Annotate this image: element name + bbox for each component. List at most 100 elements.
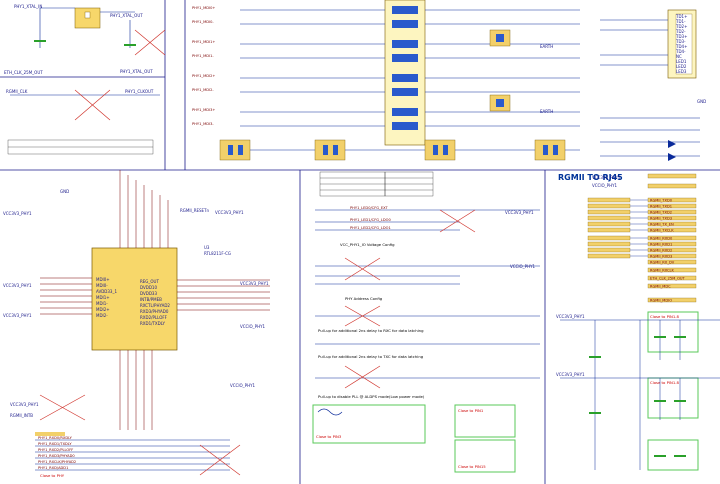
chip-left-pin-6: MDI2-	[96, 313, 108, 318]
rgmii-right-5: RGMII_TXCLK	[650, 229, 674, 233]
strap-row-0: PHY1_LED0/CFG_EXT	[350, 206, 389, 210]
clkout-block: RGMII_CLK PHY1_CLKOUT	[6, 89, 160, 155]
chip-left-pin-0: MDI0+	[96, 277, 110, 282]
rgmii-right-0: RGMII_TXD0	[650, 199, 673, 203]
rgmii-right-1: RGMII_TXD1	[650, 205, 672, 209]
rj45-jack: TD1+ TD1- TD2+ TD2- TD3+ TD3- TD4+ TD4- …	[600, 9, 706, 161]
rgmii-right-2: RGMII_TXD2	[650, 211, 672, 215]
note-phy-addr: PHY Address Config	[345, 296, 383, 301]
xtal-out-label: PHY1_XTAL_OUT	[110, 13, 143, 18]
jack-pin-9: LED1	[676, 59, 687, 64]
jack-pin-2: TD2+	[675, 24, 687, 29]
close-u3-note: Close to PIN1.8	[650, 314, 679, 319]
mdi-net-2: PHY1_MDI1+	[192, 40, 215, 44]
note-pll-off: Pull-up to disable PLL @ ALDPS mode(Low …	[318, 394, 425, 399]
mdi-net-0: PHY1_MDI0+	[192, 6, 215, 10]
rgmii-right-10: RGMII_RX_DV	[650, 261, 675, 265]
chip-right-pin-1: DVDD10	[140, 285, 157, 290]
chip-right-pin-0: REG_OUT	[140, 279, 159, 284]
mdi-net-1: PHY1_MDI0-	[192, 20, 214, 24]
gnd-chip-label: GND	[60, 189, 69, 194]
chip-right-pin-7: RXD1/TXDLY	[140, 321, 165, 326]
close-u2-note: Close to PIN3	[316, 434, 342, 439]
chip-left-pin-5: MDI2+	[96, 307, 110, 312]
mdi-net-4: PHY1_MDI2+	[192, 74, 215, 78]
strap-row-2: PHY1_LED2/CFG_LDO1	[350, 226, 391, 230]
chip-right-pin-6: RXD2/PLLOFF	[140, 315, 168, 320]
rgmii-clk-label: RGMII_CLK	[6, 89, 28, 94]
jack-pin-8: NC	[676, 54, 682, 59]
jack-pin-1: TD1-	[675, 19, 686, 24]
rgmii-right-11: RGMII_RXCLK	[650, 269, 675, 273]
vcc-bottom-label: VCC3V3_PHY1	[10, 402, 39, 407]
jack-pin-11: LED3	[676, 69, 687, 74]
rgmii-label-list: RGMII TO RJ45 RGMII_TXD0 RGMII_TXD1	[556, 173, 697, 377]
close-u1-note: Close to PIN1	[458, 408, 484, 413]
vcc-cap-label-2: VCC3V3_PHY1	[556, 372, 585, 377]
rgmii-right-4: RGMII_TX_EN	[650, 223, 674, 227]
rgmii-right-8: RGMII_RXD2	[650, 249, 672, 253]
gnd-jack: GND	[697, 99, 706, 104]
magnetics-area: PHY1_MDI0+ PHY1_MDI0- PHY1_MDI1+ PHY1_MD…	[192, 0, 580, 161]
vccio-strap-label: VCCIO_PHY1	[510, 264, 536, 269]
power-caps	[560, 319, 720, 470]
jack-pin-10: LED2	[676, 64, 687, 69]
vcc-strap-label: VCC3V3_PHY1	[505, 210, 534, 215]
rgmii-bottom-4: PHY1_RXCLK/PHYAD2	[38, 460, 76, 464]
mdi-net-5: PHY1_MDI2-	[192, 88, 214, 92]
jack-pin-7: TD4-	[675, 49, 686, 54]
vccio-label-2: VCCIO_PHY1	[240, 324, 266, 329]
vcc-left-label: VCC3V3_PHY1	[3, 283, 32, 288]
rgmii-bottom-0: PHY1_RXD0/RXDLY	[38, 436, 73, 440]
bottom-left-bank: PHY1_RXD0/RXDLY PHY1_RXD1/TXDLY PHY1_RXD…	[10, 383, 256, 478]
rgmii-right-6: RGMII_RXD0	[650, 237, 673, 241]
vcc-left-label-3: VCC3V3_PHY1	[3, 211, 32, 216]
vcc-left-label-2: VCC3V3_PHY1	[3, 313, 32, 318]
note-vdd-config: VCC_PHY1_IO Voltage Config	[340, 242, 395, 247]
rgmii-bottom-5: PHY1_RXD/ADD1	[38, 466, 68, 470]
decoupling-boxes: Close to PIN3 Close to PIN1 Close to PIN…	[312, 311, 699, 473]
chip-ref: U3	[204, 245, 210, 250]
chip-left-pin-4: MDI1-	[96, 301, 108, 306]
vccio-bottom-label: VCCIO_PHY1	[230, 383, 256, 388]
chip-right-pin-5: RXD3/PHYAD0	[140, 309, 169, 314]
strap-row-1: PHY1_LED1/CFG_LDO0	[350, 218, 391, 222]
chip-right-pin-2: DVDD33	[140, 291, 157, 296]
mdi-net-7: PHY1_MDI3-	[192, 122, 214, 126]
rgmii-right-12: ETH_CLK_25M_OUT	[650, 277, 686, 281]
rgmii-bottom-2: PHY1_RXD2/PLLOFF	[38, 448, 73, 452]
jack-pin-3: TD2-	[675, 29, 686, 34]
close-u3-note-2: Close to PIN1.8	[650, 380, 679, 385]
note-rxc-delay: Pull-up for additional 2ns delay to RXC …	[318, 328, 424, 333]
vcc-phy1-label-2: VCC3V3_PHY1	[240, 281, 269, 286]
xtal-in-label: PHY1_XTAL_IN	[14, 4, 42, 9]
jack-pin-0: TD1+	[675, 14, 687, 19]
chip-left-pin-2: AVDD33_1	[96, 289, 117, 294]
rgmii-right-14: RGMII_MDIO	[650, 299, 672, 303]
rgmii-bottom-3: PHY1_RXD3/PHYAD0	[38, 454, 75, 458]
jack-pin-6: TD4+	[675, 44, 687, 49]
mdi-net-3: PHY1_MDI1-	[192, 54, 214, 58]
close-to-phy-note: Close to PHY	[40, 473, 65, 478]
chip-right-pin-4: RXCTL/PHYAD2	[140, 303, 170, 308]
vcc-rgmii-label: VCC3V3_PHY1	[592, 175, 621, 180]
rgmii-title: RGMII TO RJ45	[558, 173, 623, 182]
earth-label-1: EARTH	[540, 44, 553, 49]
vccio-rgmii-label: VCCIO_PHY1	[592, 183, 618, 188]
chip-part: RTL8211F-CG	[204, 251, 231, 256]
rgmii-right-3: RGMII_TXD3	[650, 217, 672, 221]
config-straps: PHY1_LED0/CFG_EXT PHY1_LED1/CFG_LDO0 PHY…	[315, 171, 540, 399]
rgmii-right-7: RGMII_RXD1	[650, 243, 672, 247]
earth-label-2: EARTH	[540, 109, 553, 114]
clkout-sw-label: PHY1_CLKOUT	[125, 89, 154, 94]
rgmii-bottom-1: PHY1_RXD1/TXDLY	[38, 442, 72, 446]
vcc-phy1-label: VCC3V3_PHY1	[215, 210, 244, 215]
reset-label: RGMII_RESETn	[180, 208, 210, 213]
vcc-cap-label: VCC3V3_PHY1	[556, 314, 585, 319]
rgmii-right-13: RGMII_MDC	[650, 285, 671, 289]
rgmii-intb-label: RGMII_INTB	[10, 413, 33, 418]
chip-left-pin-3: MDI1+	[96, 295, 110, 300]
note-txc-delay: Pull-up for additional 2ns delay to TXC …	[318, 354, 424, 359]
xtal-out-label-2: PHY1_XTAL_OUT	[120, 69, 153, 74]
